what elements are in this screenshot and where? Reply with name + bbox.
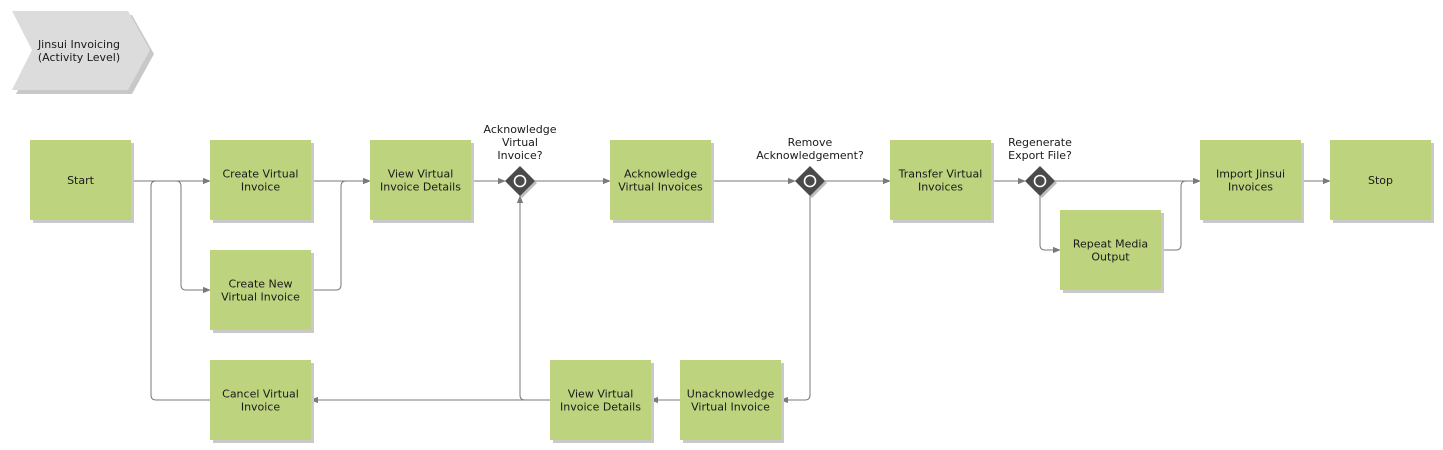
- activity-box[interactable]: [370, 140, 471, 220]
- gateway-marker-icon: [1033, 174, 1047, 188]
- activity-box[interactable]: [1330, 140, 1431, 220]
- edges: [131, 177, 1331, 404]
- activity-label-line: View Virtual: [568, 388, 634, 401]
- activity-label-line: Virtual Invoice: [221, 291, 300, 304]
- activity-label-line: Start: [67, 174, 95, 187]
- activity-label-line: Virtual Invoices: [618, 181, 703, 194]
- activity-label-line: Invoice Details: [560, 401, 641, 414]
- gateway-diamond[interactable]: [1025, 166, 1055, 196]
- activity-label-line: Virtual Invoice: [691, 401, 770, 414]
- activity-box[interactable]: [210, 360, 311, 440]
- edge-start-create-new: [131, 180, 211, 294]
- activity-label-line: Create New: [228, 278, 292, 291]
- activity-label-line: Cancel Virtual: [222, 388, 299, 401]
- activity-box[interactable]: [890, 140, 991, 220]
- activity-label-line: Output: [1091, 251, 1130, 264]
- activity-box[interactable]: [30, 140, 131, 220]
- activity-label-line: View Virtual: [388, 168, 454, 181]
- gateway-question-line: Virtual: [502, 136, 538, 149]
- gateway-diamond[interactable]: [795, 166, 825, 196]
- gateway-question-line: Remove: [788, 136, 833, 149]
- gateway-marker-icon: [513, 174, 527, 188]
- edge-gregen-repeat: [1039, 196, 1061, 254]
- gateway-marker-icon: [803, 174, 817, 188]
- edge-gremove-unack: [780, 196, 811, 404]
- activity-label-line: Unacknowledge: [687, 388, 775, 401]
- gateway-question-line: Invoice?: [497, 149, 542, 162]
- edge-view2-gack: [516, 195, 550, 401]
- diagram-title-shape: Jinsui Invoicing (Activity Level): [12, 11, 154, 94]
- activity-label-line: Acknowledge: [624, 168, 697, 181]
- gateway-question-line: Acknowledgement?: [756, 149, 864, 162]
- gateway-question-line: Regenerate: [1008, 136, 1072, 149]
- activity-box[interactable]: [210, 140, 311, 220]
- activity-label-line: Invoices: [918, 181, 963, 194]
- activity-box[interactable]: [1200, 140, 1301, 220]
- activity-label-line: Import Jinsui: [1216, 168, 1285, 181]
- activity-box[interactable]: [1060, 210, 1161, 290]
- activity-box[interactable]: [680, 360, 781, 440]
- activity-box[interactable]: [550, 360, 651, 440]
- activity-box[interactable]: [610, 140, 711, 220]
- edge-cancel-start: [150, 180, 210, 401]
- edge-create-new-view1: [311, 177, 371, 291]
- activity-label-line: Invoices: [1228, 181, 1273, 194]
- activity-label-line: Stop: [1368, 174, 1393, 187]
- activity-label-line: Invoice Details: [380, 181, 461, 194]
- activity-start[interactable]: Start: [30, 140, 134, 223]
- activity-label-line: Invoice: [241, 401, 281, 414]
- activity-label-line: Repeat Media: [1073, 238, 1148, 251]
- activity-label-line: Create Virtual: [223, 168, 299, 181]
- diagram-title-line1: Jinsui Invoicing: [37, 38, 120, 51]
- gateway-question-line: Export File?: [1008, 149, 1072, 162]
- activity-label-line: Transfer Virtual: [898, 168, 983, 181]
- gateway-diamond[interactable]: [505, 166, 535, 196]
- gateway-question-line: Acknowledge: [483, 123, 556, 136]
- activity-label-line: Invoice: [241, 181, 281, 194]
- diagram-title-line2: (Activity Level): [38, 51, 120, 64]
- activity-box[interactable]: [210, 250, 311, 330]
- activity-stop[interactable]: Stop: [1330, 140, 1434, 223]
- edge-repeat-import: [1161, 177, 1201, 251]
